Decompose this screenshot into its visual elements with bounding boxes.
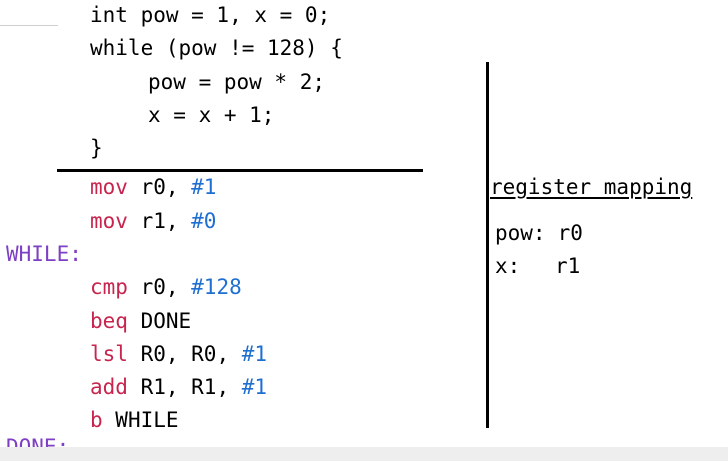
asm-opcode: mov — [90, 209, 128, 233]
asm-line-add: add R1, R1, #1 — [90, 372, 267, 402]
mapping-reg: r0 — [557, 221, 583, 245]
c-line-2: while (pow != 128) { — [90, 36, 343, 60]
c-line-3: pow = pow * 2; — [148, 70, 326, 94]
asm-args: R0, R0, — [127, 342, 242, 366]
asm-args: DONE — [127, 309, 192, 333]
asm-args: r0, — [127, 275, 192, 299]
c-line-1: int pow = 1, x = 0; — [90, 3, 331, 27]
mapping-reg: r1 — [555, 254, 581, 278]
asm-immediate: #128 — [191, 275, 242, 299]
asm-line-mov-r1: mov r1, #0 — [90, 206, 216, 236]
asm-opcode: beq — [90, 309, 128, 333]
asm-line-beq: beq DONE — [90, 306, 191, 336]
asm-immediate: #0 — [191, 209, 217, 233]
asm-opcode: cmp — [90, 275, 128, 299]
asm-opcode: lsl — [90, 342, 128, 366]
asm-args: R1, R1, — [127, 375, 242, 399]
asm-args: r1, — [127, 209, 192, 233]
c-line-5: } — [90, 136, 103, 160]
asm-immediate: #1 — [191, 175, 217, 199]
asm-label-while: WHILE: — [6, 242, 82, 266]
mapping-row-pow: pow: r0 — [495, 218, 583, 248]
bottom-strip — [0, 447, 728, 461]
register-mapping-title: register mapping — [490, 175, 693, 199]
divider-rule — [57, 169, 423, 172]
asm-line-mov-r0: mov r0, #1 — [90, 172, 216, 202]
mapping-var: pow: — [495, 221, 546, 245]
asm-line-b: b WHILE — [90, 405, 179, 435]
mapping-var: x: — [495, 254, 521, 278]
top-faint-rule — [0, 25, 58, 26]
c-line-4: x = x + 1; — [148, 103, 275, 127]
asm-opcode: add — [90, 375, 128, 399]
vertical-rule — [486, 62, 489, 428]
asm-opcode: b — [90, 408, 103, 432]
asm-immediate: #1 — [241, 342, 268, 366]
mapping-row-x: x: r1 — [495, 251, 580, 281]
asm-line-lsl: lsl R0, R0, #1 — [90, 339, 267, 369]
asm-line-cmp: cmp r0, #128 — [90, 272, 242, 302]
asm-args: r0, — [127, 175, 192, 199]
asm-opcode: mov — [90, 175, 128, 199]
asm-immediate: #1 — [241, 375, 268, 399]
asm-args: WHILE — [102, 408, 179, 432]
